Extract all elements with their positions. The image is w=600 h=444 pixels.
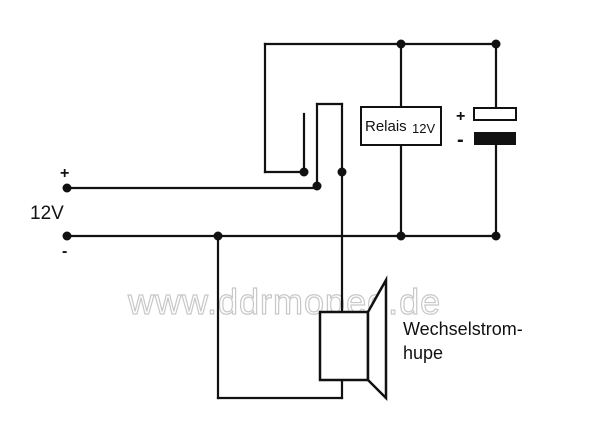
supply-minus-label: - <box>62 243 67 260</box>
supply-plus-label: + <box>60 165 69 182</box>
horn-label-line2: hupe <box>403 343 443 363</box>
supply-voltage-label: 12V <box>30 203 64 224</box>
relay-switch <box>302 102 344 314</box>
junction-dots <box>62 39 501 241</box>
supply-wires <box>65 186 498 238</box>
supply-labels: + 12V - <box>30 165 69 260</box>
watermark: www.ddrmoped.de <box>127 281 441 322</box>
capacitor: + - <box>456 107 517 151</box>
capacitor-minus-label: - <box>457 129 464 151</box>
relay-coil: Relais 12V <box>360 106 442 146</box>
relay-voltage: 12V <box>412 121 435 136</box>
horn-label-line1: Wechselstrom- <box>403 319 523 339</box>
horn-ground-wire <box>216 234 344 400</box>
top-rail <box>263 42 498 238</box>
relay-name: Relais <box>365 118 407 135</box>
capacitor-plus-label: + <box>456 108 465 125</box>
horn-icon <box>318 275 388 402</box>
